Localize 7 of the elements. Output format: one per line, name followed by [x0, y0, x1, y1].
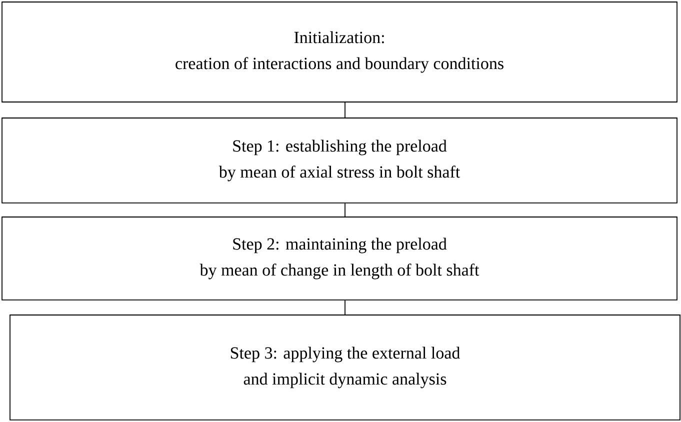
step-box: Step 2: maintaining the preload by mean of change in length of bolt shaft [2, 216, 678, 300]
step-box: Step 1: establishing the preload by mean of axial stress in bolt shaft [2, 118, 678, 204]
connector-line [344, 102, 346, 118]
connector-line [344, 300, 346, 315]
step-box: Initialization: creation of interactions and boundary conditions [2, 2, 678, 102]
connector-line [344, 203, 346, 217]
step-box: Step 3: applying the external load and implicit dynamic analysis [10, 314, 680, 420]
